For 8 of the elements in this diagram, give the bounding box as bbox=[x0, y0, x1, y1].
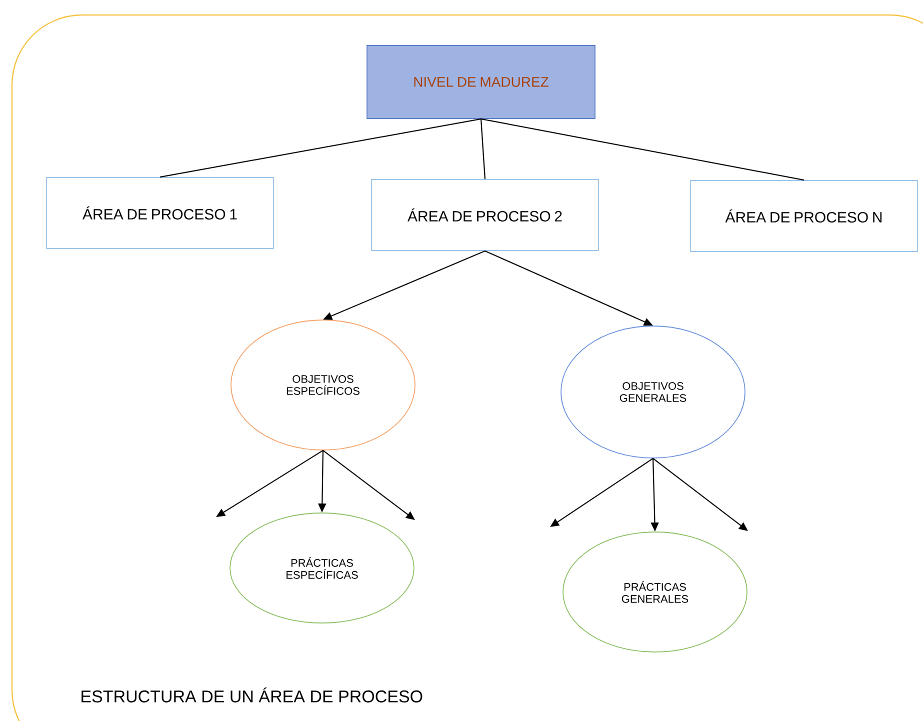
connector-line bbox=[480, 118, 804, 181]
connector-line bbox=[480, 118, 486, 180]
caption: ESTRUCTURA DE UN ÁREA DE PROCESO bbox=[82, 688, 422, 702]
process-box: ÁREA DE PROCESO 2 bbox=[371, 179, 599, 251]
process-box: ÁREA DE PROCESO 1 bbox=[46, 177, 274, 249]
connector-line bbox=[160, 118, 482, 178]
title-box: NIVEL DE MADUREZ bbox=[366, 45, 596, 119]
process-box: ÁREA DE PROCESO N bbox=[690, 180, 918, 252]
